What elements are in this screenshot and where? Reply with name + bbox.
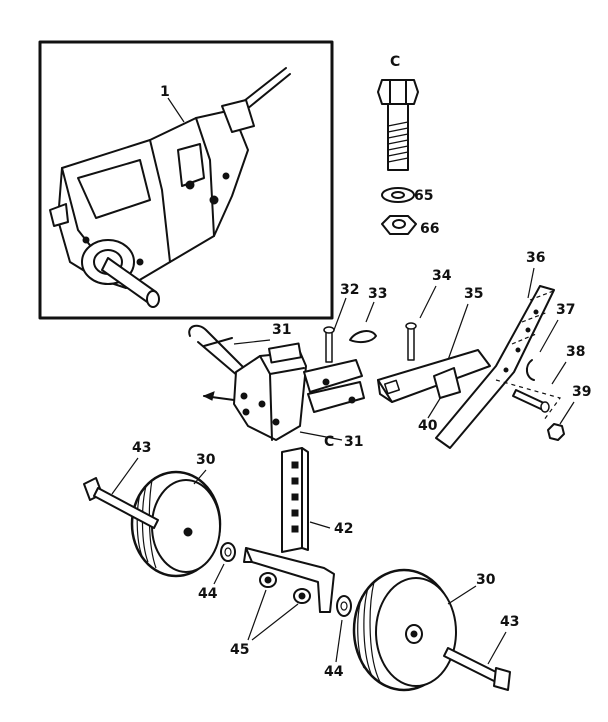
callout-30-left: 30 <box>196 452 216 468</box>
callout-42: 42 <box>334 521 353 537</box>
callout-45: 45 <box>230 642 249 658</box>
bolt-34 <box>405 322 417 361</box>
lock-pin-31 <box>188 324 247 377</box>
nut-39 <box>547 423 565 441</box>
callout-43-right: 43 <box>500 614 519 630</box>
drawbar-35 <box>377 349 491 403</box>
callout-66: 66 <box>420 221 439 237</box>
callout-38: 38 <box>566 344 585 360</box>
callout-40: 40 <box>418 418 438 434</box>
adjuster-post-42 <box>281 447 309 553</box>
axle-base <box>243 547 335 613</box>
pin-32 <box>323 326 335 363</box>
callout-33: 33 <box>368 286 387 302</box>
callout-c-top: C <box>390 54 400 70</box>
hairpin-37 <box>526 359 535 381</box>
callout-c-mid: C <box>324 434 334 450</box>
callout-31-mid: 31 <box>344 434 363 450</box>
inset-transmission-panel: 1 <box>38 40 334 320</box>
axle-bolt-left-43 <box>83 477 159 529</box>
axle-bolt-right-43 <box>443 647 511 691</box>
callout-30-right: 30 <box>476 572 496 588</box>
washer-left-44 <box>220 542 236 562</box>
bolt-c-assembly: C 65 66 <box>377 54 439 237</box>
callout-43-left: 43 <box>132 440 151 456</box>
clip-33 <box>349 330 377 344</box>
wheel-left-30 <box>130 470 222 578</box>
callout-31-top: 31 <box>272 322 291 338</box>
wheel-right-30 <box>352 568 457 692</box>
callout-1: 1 <box>160 84 170 100</box>
pin-38 <box>512 389 550 413</box>
depth-bar-36 <box>435 285 561 449</box>
callout-37: 37 <box>556 302 575 318</box>
callout-36: 36 <box>526 250 545 266</box>
callout-34: 34 <box>432 268 452 284</box>
callout-44-right: 44 <box>324 664 344 680</box>
callout-65: 65 <box>414 188 433 204</box>
callout-39: 39 <box>572 384 591 400</box>
callout-35: 35 <box>464 286 483 302</box>
washer-right-44 <box>336 595 352 617</box>
wheel-bracket-housing <box>202 342 365 441</box>
callout-44-left: 44 <box>198 586 218 602</box>
callout-32: 32 <box>340 282 359 298</box>
